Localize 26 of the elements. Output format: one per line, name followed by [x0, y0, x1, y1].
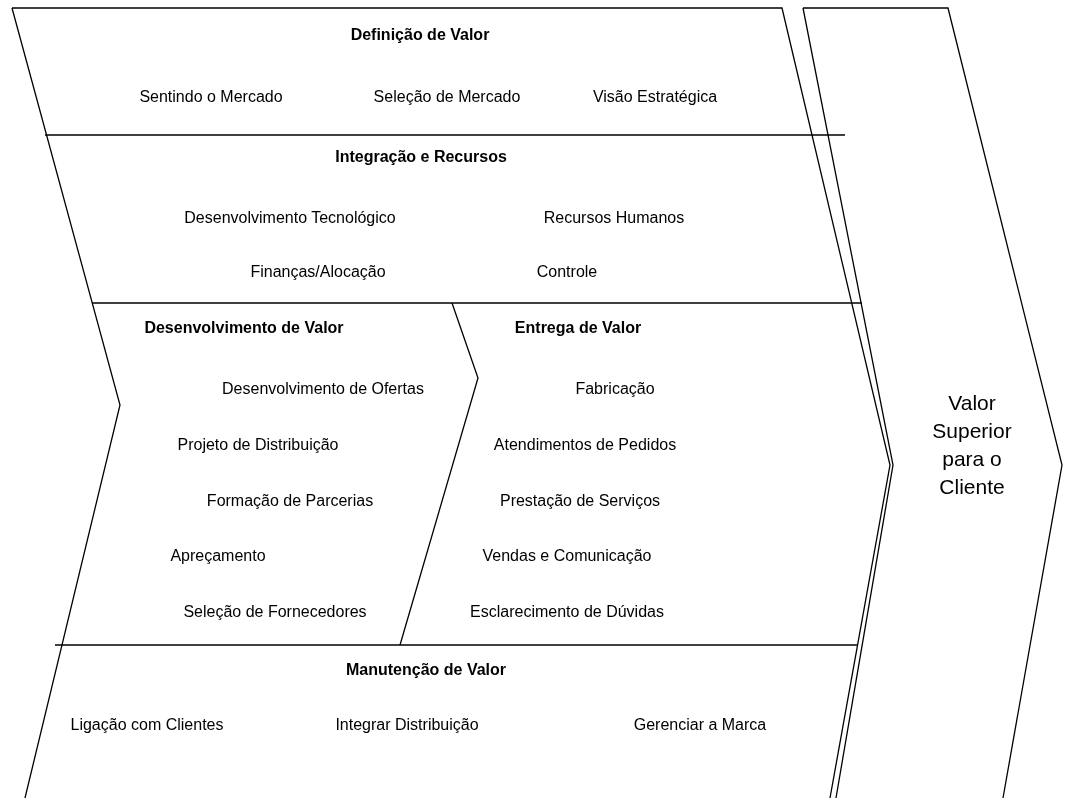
activity-label: Seleção de Fornecedores [183, 603, 367, 621]
band-heading: Integração e Recursos [335, 148, 507, 166]
activity-label: Controle [536, 263, 598, 281]
activity-label: Sentindo o Mercado [139, 88, 283, 106]
band-heading: Entrega de Valor [514, 319, 642, 337]
activity-label: Formação de Parcerias [206, 492, 374, 510]
activity-label: Integrar Distribuição [335, 716, 479, 734]
activity-label: Prestação de Serviços [499, 492, 661, 510]
band-heading: Desenvolvimento de Valor [144, 319, 344, 337]
activity-label: Recursos Humanos [543, 209, 685, 227]
activity-label: Projeto de Distribuição [177, 436, 339, 454]
activity-label: Atendimentos de Pedidos [493, 436, 677, 454]
activity-label: Desenvolvimento Tecnológico [184, 209, 396, 227]
band-heading: Manutenção de Valor [346, 661, 506, 679]
band-heading: Definição de Valor [350, 26, 490, 44]
result-label: Valor Superior para o Cliente [931, 390, 1013, 500]
activity-label: Vendas e Comunicação [482, 547, 652, 565]
activity-label: Visão Estratégica [592, 88, 718, 106]
activity-label: Fabricação [575, 380, 655, 398]
activity-label: Desenvolvimento de Ofertas [222, 380, 424, 398]
activity-label: Esclarecimento de Dúvidas [470, 603, 664, 621]
activity-label: Gerenciar a Marca [633, 716, 767, 734]
activity-label: Seleção de Mercado [373, 88, 521, 106]
activity-label: Finanças/Alocação [250, 263, 386, 281]
activity-label: Apreçamento [170, 547, 266, 565]
activity-label: Ligação com Clientes [70, 716, 224, 734]
